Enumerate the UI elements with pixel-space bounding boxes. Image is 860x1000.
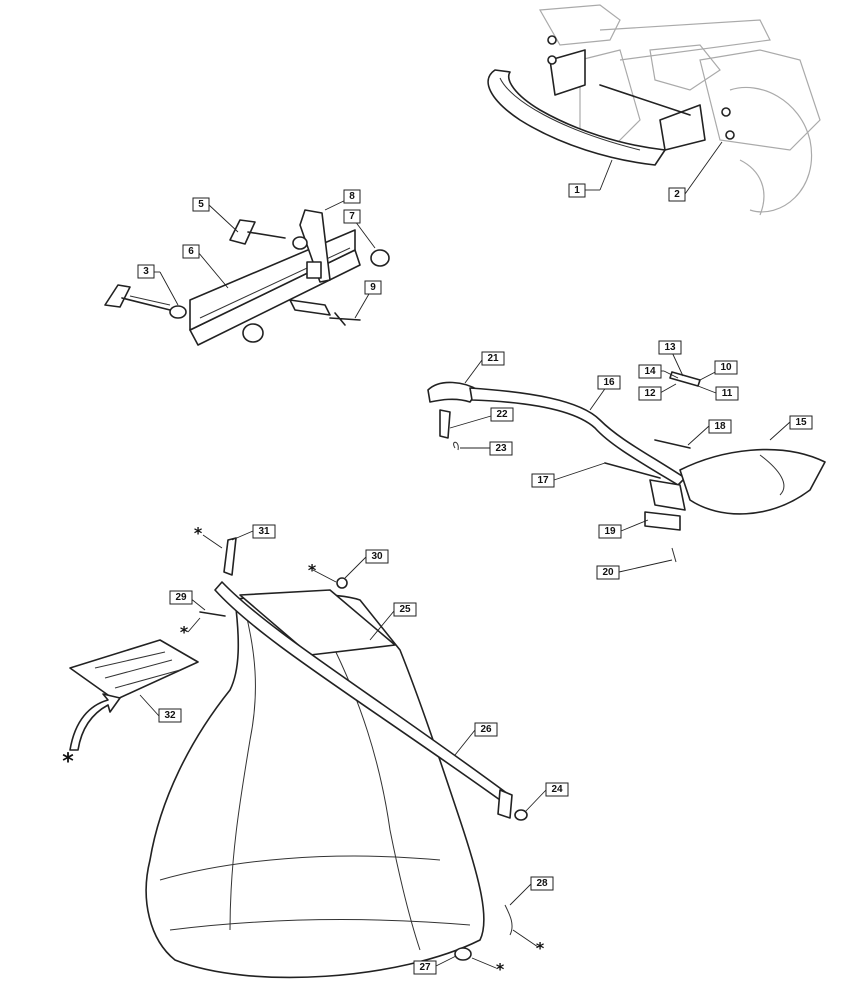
callout-9: 9	[364, 280, 382, 295]
svg-text:30: 30	[371, 551, 383, 562]
callout-2: 2	[668, 187, 686, 202]
lever-and-deflector	[427, 371, 826, 563]
front-bumper	[487, 35, 735, 166]
svg-text:1: 1	[574, 185, 580, 196]
asterisk-marker-27: *	[496, 960, 505, 979]
svg-text:5: 5	[198, 199, 204, 210]
callout-17: 17	[531, 473, 555, 488]
callout-1: 1	[568, 183, 600, 198]
svg-text:6: 6	[188, 246, 194, 257]
svg-text:3: 3	[143, 266, 149, 277]
callout-32: 32	[158, 708, 182, 723]
callout-14: 14	[638, 364, 664, 379]
svg-text:21: 21	[487, 353, 499, 364]
callout-26: 26	[474, 722, 498, 737]
svg-text:15: 15	[795, 417, 807, 428]
asterisk-marker-28: *	[536, 939, 545, 958]
callout-23: 23	[489, 441, 513, 456]
callout-11: 11	[715, 386, 739, 401]
svg-text:17: 17	[537, 475, 549, 486]
svg-text:28: 28	[536, 878, 548, 889]
svg-text:25: 25	[399, 604, 411, 615]
svg-text:29: 29	[175, 592, 187, 603]
callout-6: 6	[182, 244, 200, 259]
svg-text:27: 27	[419, 962, 431, 973]
svg-text:19: 19	[604, 526, 616, 537]
callout-13: 13	[658, 340, 682, 355]
svg-text:12: 12	[644, 388, 656, 399]
svg-text:26: 26	[480, 724, 492, 735]
callout-16: 16	[597, 375, 621, 390]
callout-15: 15	[789, 415, 813, 430]
svg-text:10: 10	[720, 362, 732, 373]
svg-text:16: 16	[603, 377, 615, 388]
callout-30: 30	[365, 549, 389, 564]
callout-21: 21	[481, 351, 505, 366]
svg-text:31: 31	[258, 526, 270, 537]
callout-24: 24	[545, 782, 569, 797]
svg-text:8: 8	[349, 191, 355, 202]
svg-text:18: 18	[714, 421, 726, 432]
callout-12: 12	[638, 386, 662, 401]
svg-text:22: 22	[496, 409, 508, 420]
callout-31: 31	[252, 524, 276, 539]
callout-27: 27	[413, 960, 437, 975]
svg-text:32: 32	[164, 710, 176, 721]
callout-10: 10	[714, 360, 738, 375]
callout-19: 19	[598, 524, 622, 539]
callout-3: 3	[137, 264, 160, 279]
callout-8: 8	[343, 189, 361, 204]
svg-text:14: 14	[644, 366, 656, 377]
svg-text:20: 20	[602, 567, 614, 578]
tow-hitch-assembly	[104, 209, 390, 346]
svg-text:9: 9	[370, 282, 376, 293]
grass-collector	[69, 537, 528, 979]
callout-18: 18	[708, 419, 732, 434]
svg-text:24: 24	[551, 784, 563, 795]
asterisk-marker-30: *	[308, 561, 317, 580]
callout-5: 5	[192, 197, 210, 212]
callout-25: 25	[393, 602, 417, 617]
svg-text:7: 7	[349, 211, 355, 222]
svg-text:11: 11	[722, 388, 733, 399]
callout-28: 28	[530, 876, 554, 891]
callout-22: 22	[490, 407, 514, 422]
svg-text:23: 23	[495, 443, 507, 454]
callout-29: 29	[169, 590, 193, 605]
asterisk-marker-kit: *	[62, 750, 74, 775]
svg-text:2: 2	[674, 189, 680, 200]
asterisk-marker-31: *	[194, 524, 203, 543]
asterisk-marker-29: *	[180, 623, 189, 642]
svg-text:13: 13	[664, 342, 676, 353]
callout-20: 20	[596, 565, 620, 580]
callout-7: 7	[343, 209, 361, 224]
tractor-frame	[539, 4, 821, 216]
